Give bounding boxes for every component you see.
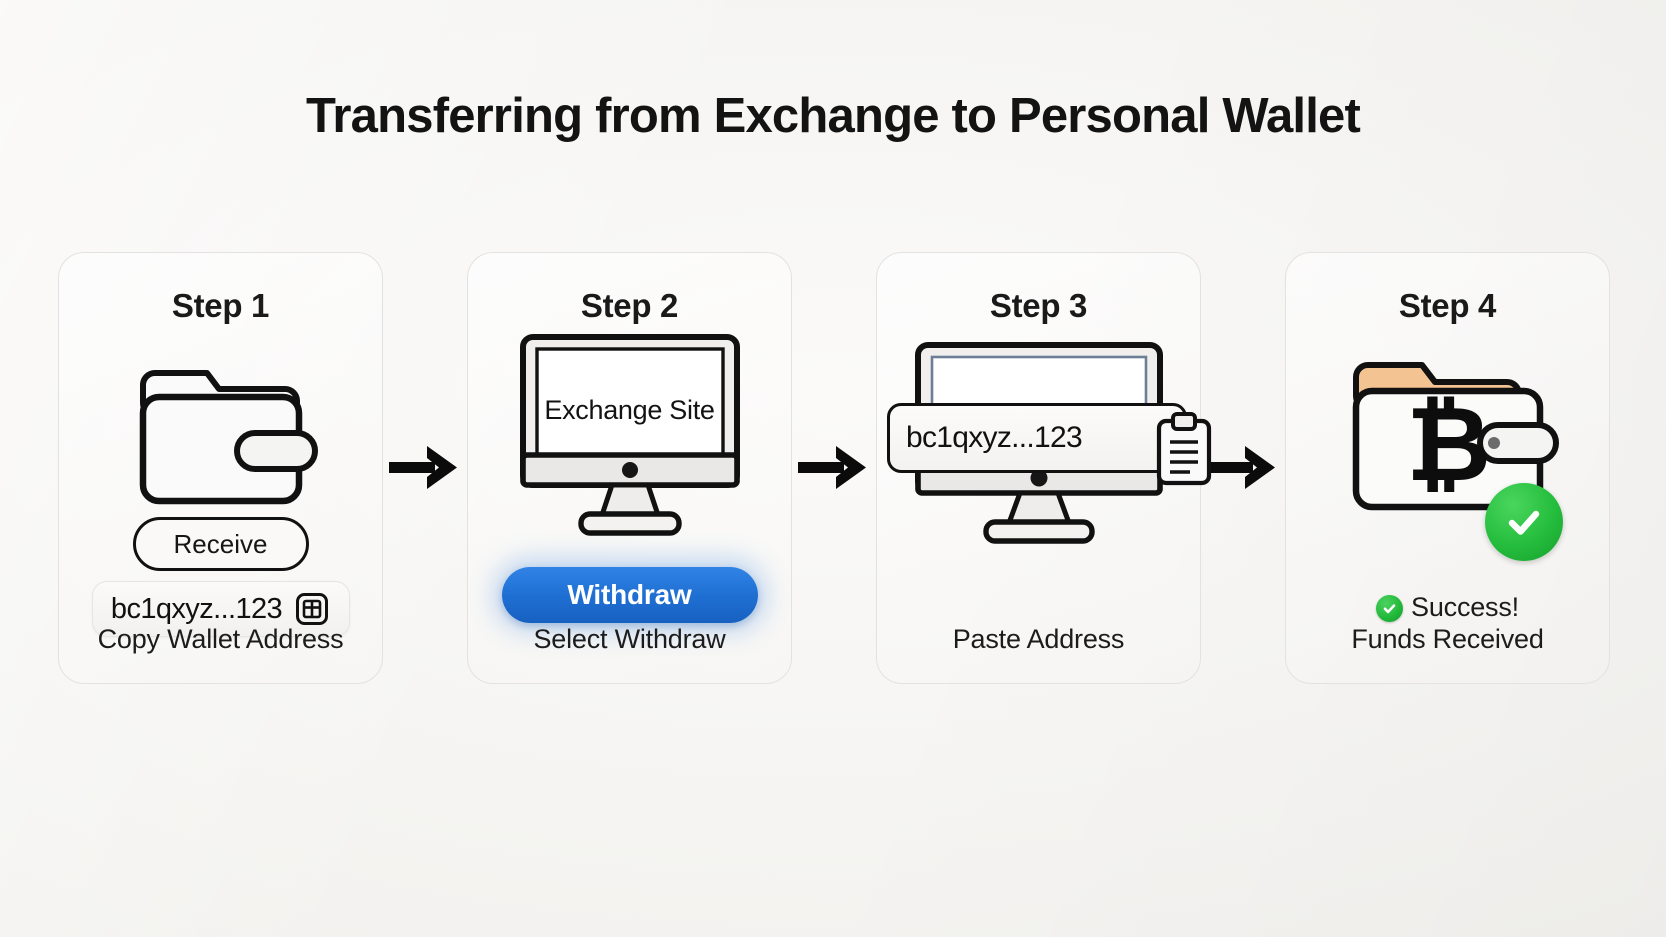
step-label: Step 4 (1398, 287, 1497, 324)
arrow-right-icon (798, 446, 866, 489)
steps-flow: Step 1 Receive bc1qxyz...123 Copy W (58, 252, 1610, 684)
step-label: Step 3 (989, 287, 1088, 324)
step-3-artwork: bc1qxyz...123 (877, 331, 1212, 761)
arrow-connector-1 (383, 252, 467, 684)
step-caption: Copy Wallet Address (97, 624, 344, 654)
withdraw-button[interactable]: Withdraw (501, 567, 758, 623)
checkmark-glyph (1383, 603, 1396, 613)
checkmark-glyph (1508, 510, 1540, 535)
page-title: Transferring from Exchange to Personal W… (305, 89, 1361, 143)
bitcoin-symbol: ₿ (1406, 387, 1491, 503)
wallet-icon (139, 370, 318, 505)
arrow-right-icon (389, 446, 457, 489)
step-card-3[interactable]: Step 3 bc1qxyz...123 (876, 252, 1212, 684)
wallet-icon (1352, 362, 1559, 511)
clipboard-icon[interactable] (1154, 412, 1214, 488)
step-caption: Paste Address (952, 624, 1125, 654)
arrow-right-icon (1207, 446, 1275, 489)
success-check-icon (1376, 594, 1404, 622)
check-circle-icon (1485, 483, 1563, 561)
success-label: Success! (1411, 592, 1519, 623)
pasted-address-text: bc1qxyz...123 (906, 421, 1083, 454)
receive-button[interactable]: Receive (132, 517, 309, 571)
step-label: Step 2 (580, 287, 679, 324)
step-caption: Success! Funds Received (1286, 592, 1609, 655)
step-caption: Select Withdraw (533, 624, 726, 654)
copy-icon[interactable] (294, 591, 330, 627)
funds-received-label: Funds Received (1351, 624, 1544, 654)
arrow-connector-2 (792, 252, 876, 684)
step-card-4[interactable]: Step 4 ₿ Succe (1285, 252, 1610, 684)
withdraw-label: Withdraw (567, 579, 692, 610)
receive-label: Receive (173, 528, 268, 559)
wallet-address-chip[interactable]: bc1qxyz...123 (91, 581, 350, 637)
arrow-connector-3 (1201, 252, 1285, 684)
step-label: Step 1 (171, 287, 270, 324)
step-2-artwork: Exchange Site Withdraw (468, 331, 791, 761)
step-card-2[interactable]: Step 2 Exchange Site Withdraw Select Wit… (467, 252, 792, 684)
step-4-artwork: ₿ (1286, 331, 1609, 761)
screen-label: Exchange Site (544, 395, 715, 425)
pasted-address-field[interactable]: bc1qxyz...123 (887, 403, 1212, 486)
clipboard-holder (1154, 412, 1214, 493)
step-card-1[interactable]: Step 1 Receive bc1qxyz...123 Copy W (58, 252, 383, 684)
success-status: Success! (1286, 592, 1609, 624)
step-1-artwork: Receive bc1qxyz...123 (59, 331, 382, 761)
monitor-icon (519, 334, 740, 536)
wallet-address-text: bc1qxyz...123 (110, 592, 283, 625)
